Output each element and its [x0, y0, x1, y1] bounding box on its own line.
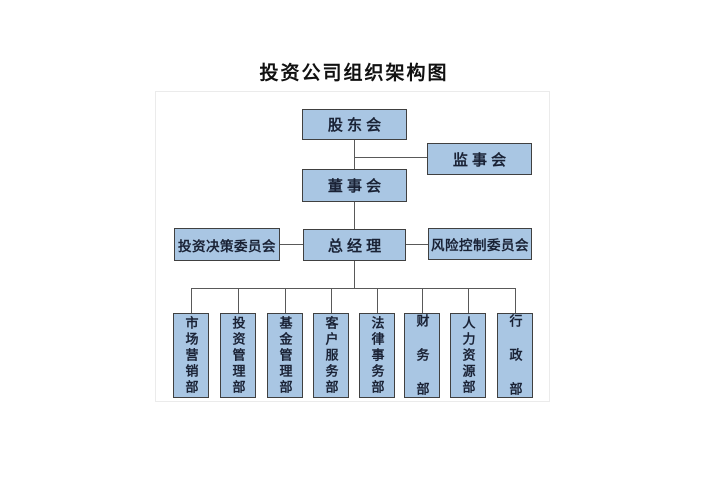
- node-investment-decision-committee: 投资决策委员会: [174, 228, 280, 261]
- node-risk-control-committee: 风险控制委员会: [428, 228, 532, 260]
- chart-frame: [155, 91, 550, 402]
- connector-drop-customer-service: [331, 288, 332, 313]
- connector-drop-finance: [422, 288, 423, 313]
- node-board-of-directors: 董 事 会: [302, 169, 407, 202]
- node-supervisory-board: 监 事 会: [427, 143, 532, 175]
- connector-supervisory-branch: [354, 157, 427, 158]
- node-general-manager: 总 经 理: [303, 229, 406, 261]
- node-dept-finance: 财 务 部: [404, 313, 440, 398]
- chart-title: 投资公司组织架构图: [259, 63, 449, 84]
- node-dept-legal-affairs: 法律事务部: [359, 313, 395, 398]
- connector-drop-investment-mgmt: [238, 288, 239, 313]
- connector-shareholders-board: [354, 140, 355, 169]
- connector-drop-human-resources: [468, 288, 469, 313]
- node-dept-administration: 行 政 部: [497, 313, 533, 398]
- node-shareholders-meeting: 股 东 会: [302, 109, 407, 140]
- connector-drop-fund-mgmt: [285, 288, 286, 313]
- connector-drop-administration: [515, 288, 516, 313]
- node-dept-marketing: 市场营销部: [173, 313, 209, 398]
- connector-departments-bus: [191, 288, 516, 289]
- node-dept-investment-management: 投资管理部: [220, 313, 256, 398]
- node-dept-customer-service: 客户服务部: [313, 313, 349, 398]
- connector-gm-investment-committee: [280, 244, 303, 245]
- node-dept-fund-management: 基金管理部: [267, 313, 303, 398]
- connector-drop-marketing: [191, 288, 192, 313]
- connector-gm-departments: [354, 261, 355, 288]
- connector-gm-risk-committee: [406, 244, 428, 245]
- connector-board-gm: [354, 202, 355, 229]
- connector-drop-legal-affairs: [377, 288, 378, 313]
- node-dept-human-resources: 人力资源部: [450, 313, 486, 398]
